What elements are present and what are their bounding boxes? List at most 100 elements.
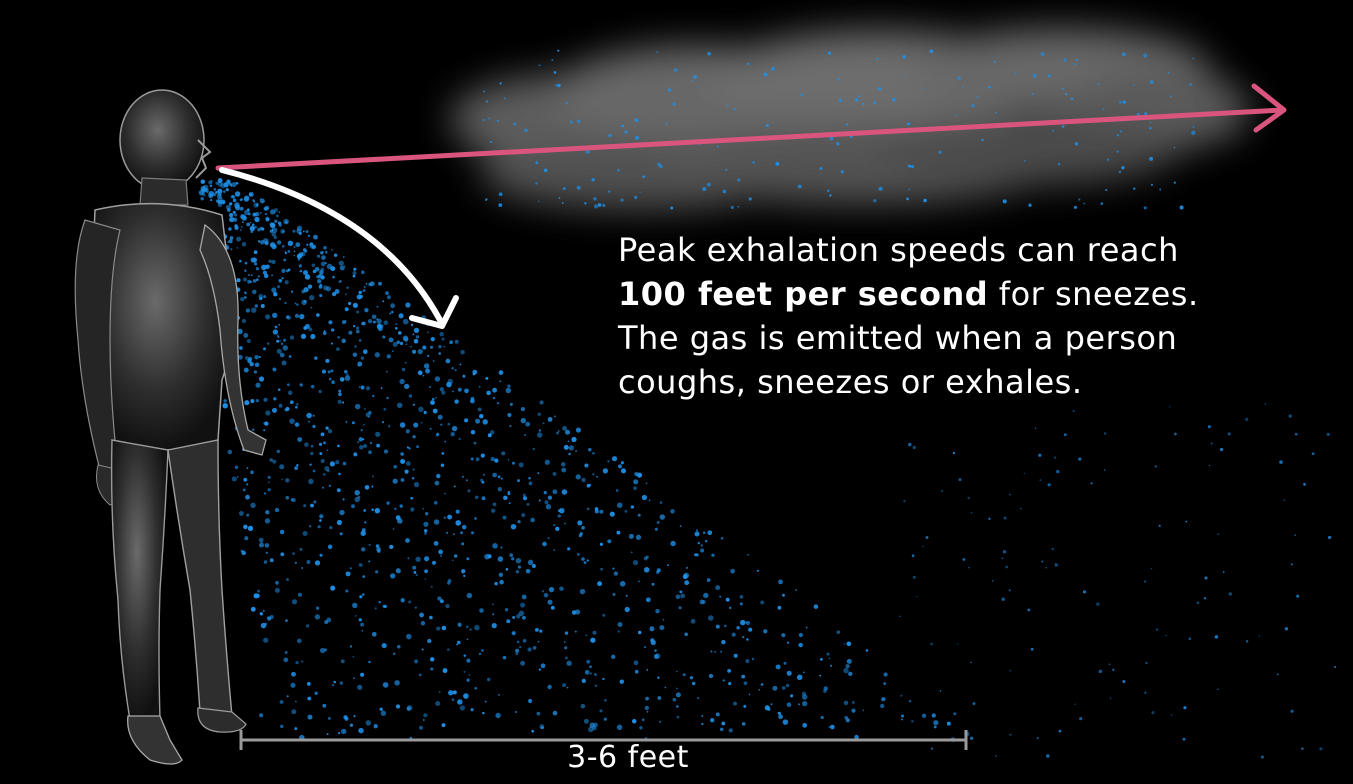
droplet: [470, 396, 475, 401]
droplet: [492, 603, 494, 606]
droplet: [706, 578, 711, 582]
droplet: [240, 214, 247, 220]
droplet: [498, 572, 504, 578]
droplet: [367, 318, 373, 324]
droplet: [724, 624, 727, 628]
droplet: [324, 648, 328, 652]
droplet: [646, 669, 649, 671]
droplet: [220, 182, 226, 189]
droplet: [452, 390, 454, 393]
droplet: [1136, 112, 1140, 117]
droplet: [404, 337, 409, 342]
droplet: [252, 279, 257, 283]
droplet: [1073, 205, 1077, 209]
droplet: [1144, 691, 1147, 694]
droplet: [1174, 432, 1177, 436]
droplet: [1191, 130, 1196, 135]
droplet: [303, 504, 307, 508]
droplet: [697, 86, 699, 88]
droplet: [371, 508, 375, 512]
droplet: [1036, 736, 1039, 740]
droplet: [1041, 560, 1044, 563]
droplet: [635, 534, 642, 540]
droplet: [302, 230, 305, 233]
droplet: [229, 236, 234, 240]
droplet: [399, 422, 406, 428]
droplet: [270, 222, 276, 228]
droplet: [293, 254, 296, 257]
droplet: [318, 389, 322, 394]
droplet: [1031, 92, 1034, 96]
droplet: [826, 652, 830, 656]
droplet: [795, 589, 798, 591]
droplet: [310, 451, 314, 456]
droplet: [254, 304, 258, 308]
droplet: [619, 679, 624, 684]
droplet: [714, 650, 717, 653]
droplet: [286, 383, 290, 387]
droplet: [246, 483, 249, 486]
droplet: [255, 267, 259, 271]
droplet: [397, 645, 401, 649]
droplet: [1057, 162, 1061, 166]
droplet: [929, 49, 934, 54]
droplet: [702, 186, 707, 192]
droplet: [412, 435, 416, 439]
droplet: [1003, 516, 1007, 520]
droplet: [720, 650, 723, 653]
droplet: [1170, 714, 1173, 716]
droplet: [845, 718, 850, 723]
droplet: [1116, 134, 1120, 137]
droplet: [266, 342, 270, 345]
droplet: [391, 310, 394, 314]
droplet: [413, 659, 419, 664]
droplet: [654, 653, 661, 659]
droplet: [363, 424, 365, 426]
droplet: [352, 302, 358, 308]
droplet: [1326, 432, 1330, 437]
droplet: [1032, 73, 1037, 78]
droplet: [701, 722, 704, 726]
droplet: [400, 598, 405, 603]
droplet: [903, 74, 906, 77]
droplet: [234, 202, 240, 208]
droplet: [524, 128, 528, 133]
droplet: [297, 258, 301, 261]
droplet: [413, 339, 419, 344]
droplet: [386, 354, 391, 359]
droplet: [1065, 93, 1068, 96]
droplet: [797, 184, 802, 189]
droplet: [254, 216, 260, 223]
droplet: [607, 460, 610, 463]
droplet: [473, 441, 477, 445]
droplet: [435, 397, 437, 399]
droplet: [422, 345, 427, 350]
droplet: [475, 495, 479, 499]
droplet: [528, 698, 533, 704]
droplet: [878, 186, 883, 191]
droplet: [502, 655, 507, 660]
droplet: [911, 720, 914, 723]
droplet: [464, 388, 469, 394]
droplet: [593, 197, 597, 201]
droplet: [908, 188, 911, 191]
droplet: [321, 369, 327, 374]
droplet: [360, 356, 364, 360]
droplet: [405, 538, 410, 543]
droplet: [715, 585, 721, 591]
droplet: [1192, 125, 1195, 128]
droplet: [739, 602, 743, 606]
droplet: [873, 101, 876, 105]
droplet: [645, 597, 651, 603]
droplet: [453, 533, 455, 536]
droplet: [751, 657, 755, 661]
droplet: [611, 456, 618, 462]
droplet: [581, 477, 586, 483]
droplet: [650, 639, 656, 646]
droplet: [969, 736, 974, 740]
droplet: [257, 275, 260, 278]
droplet: [1290, 709, 1294, 713]
droplet: [522, 639, 527, 643]
droplet: [480, 478, 484, 482]
